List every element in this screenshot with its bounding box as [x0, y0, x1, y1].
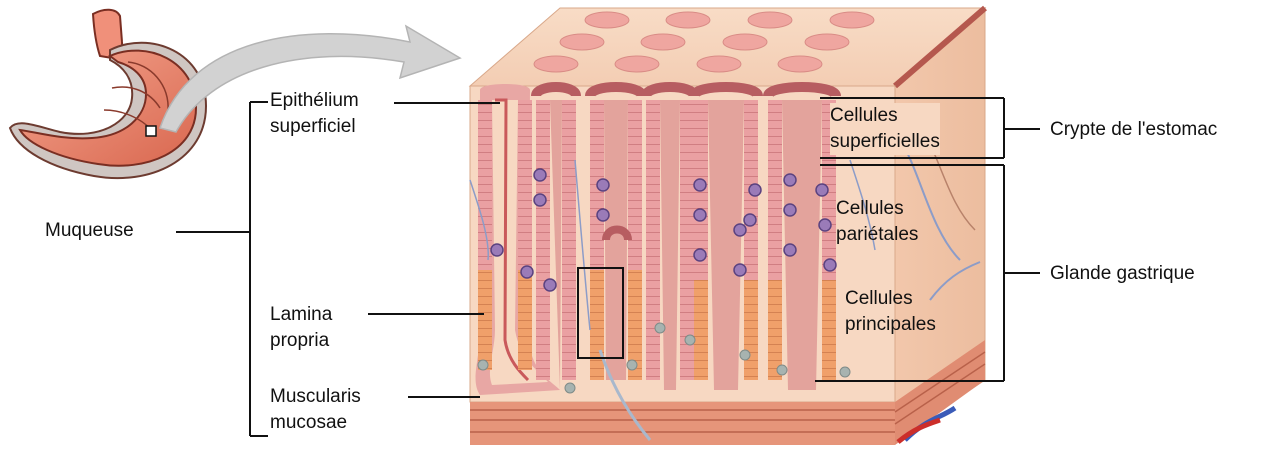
label-parietal-cells-line1: Cellules [836, 196, 918, 222]
label-lamina-line2: propria [270, 328, 332, 354]
label-epithelium: Epithélium superficiel [270, 88, 359, 140]
label-gastric-gland-text: Glande gastrique [1050, 261, 1195, 287]
label-epithelium-line1: Epithélium [270, 88, 359, 114]
label-parietal-cells: Cellules pariétales [836, 196, 918, 248]
label-lamina-line1: Lamina [270, 302, 332, 328]
label-gastric-gland: Glande gastrique [1050, 261, 1195, 287]
label-chief-cells-line1: Cellules [845, 286, 936, 312]
stomach-illustration [10, 10, 206, 178]
label-surface-cells-line2: superficielles [830, 129, 940, 155]
sample-box-icon [146, 126, 156, 136]
label-mucosa: Muqueuse [45, 218, 134, 244]
label-muscularis-mucosae: Muscularis mucosae [270, 384, 361, 436]
muscle-layer [470, 402, 895, 445]
label-muscularis-line2: mucosae [270, 410, 361, 436]
label-parietal-cells-line2: pariétales [836, 222, 918, 248]
label-gastric-pit: Crypte de l'estomac [1050, 117, 1217, 143]
label-surface-cells: Cellules superficielles [830, 103, 940, 155]
label-epithelium-line2: superficiel [270, 114, 359, 140]
label-surface-cells-line1: Cellules [830, 103, 940, 129]
label-chief-cells-line2: principales [845, 312, 936, 338]
label-lamina-propria: Lamina propria [270, 302, 332, 354]
label-gastric-pit-text: Crypte de l'estomac [1050, 117, 1217, 143]
label-muscularis-line1: Muscularis [270, 384, 361, 410]
gastric-glands [476, 84, 836, 395]
label-mucosa-text: Muqueuse [45, 218, 134, 244]
label-chief-cells: Cellules principales [845, 286, 936, 338]
